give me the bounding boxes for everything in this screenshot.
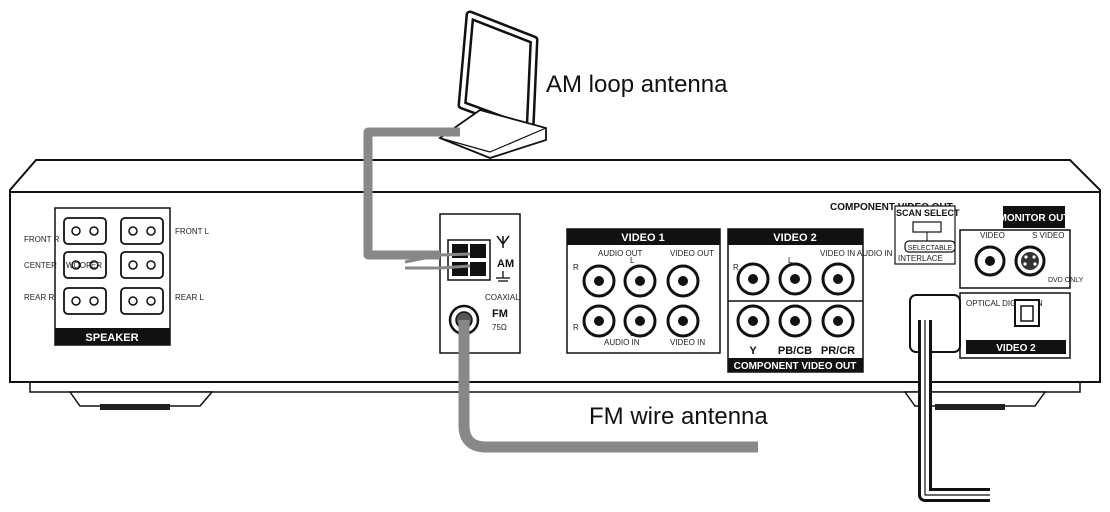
scan-select-switch[interactable] [904, 221, 956, 253]
video1-audio-out-l-jack[interactable] [623, 264, 657, 298]
receiver-foot-left [68, 391, 214, 410]
speaker-terminal-panel: SPEAKER [54, 207, 171, 346]
speaker-panel-title: SPEAKER [85, 332, 138, 344]
fm-wire-antenna-callout: FM wire antenna [589, 403, 768, 430]
video1-audio-out-r-jack[interactable] [582, 264, 616, 298]
monitor-video-jack[interactable] [974, 245, 1006, 277]
component-header-label: COMPONENT VIDEO OUT [830, 202, 953, 213]
video1-audio-out-label: AUDIO OUT [598, 249, 643, 258]
label-woofer: WOOFER [66, 261, 102, 270]
video1-video-in-label: VIDEO IN [670, 338, 705, 347]
receiver-foot-right [903, 391, 1047, 410]
label-front-l: FRONT L [175, 227, 210, 236]
video1-r-top: R [573, 263, 579, 272]
ground-icon [496, 271, 510, 282]
ohms-label: 75Ω [492, 323, 507, 332]
am-antenna-wire [363, 127, 471, 270]
speaker-terminal-rear-r[interactable] [63, 287, 107, 315]
component-pr-jack[interactable] [821, 304, 855, 338]
fm-label: FM [492, 308, 508, 320]
fm-wire-antenna [458, 320, 758, 453]
am-loop-antenna-callout: AM loop antenna [546, 71, 728, 98]
video2-r-label: R [733, 263, 739, 272]
video2-component-panel: VIDEO 2 VIDEO IN AUDIO IN R L Y PB/CB PR… [727, 228, 893, 373]
scan-select-progressive-label: SELECTABLE [908, 245, 953, 252]
video1-l-top: L [630, 256, 635, 265]
optical-video2-label: VIDEO 2 [996, 343, 1036, 354]
monitor-s-video-jack[interactable] [1014, 245, 1046, 277]
video1-video-in-jack[interactable] [666, 304, 700, 338]
video1-audio-in-label: AUDIO IN [604, 338, 640, 347]
s-video-label: S VIDEO [1032, 231, 1064, 240]
scan-select-interlace-label: INTERLACE [898, 254, 943, 263]
video1-panel: VIDEO 1 AUDIO OUT VIDEO OUT R L R L AUDI… [566, 228, 721, 354]
antenna-terminal-panel: AM COAXIAL FM 75Ω [439, 213, 521, 354]
component-y-jack[interactable] [736, 304, 770, 338]
video1-title: VIDEO 1 [621, 232, 664, 244]
component-pb-label: PB/CB [778, 345, 812, 357]
optical-digital-label: OPTICAL DIGITAL IN [966, 299, 1043, 308]
optical-digital-panel: OPTICAL DIGITAL IN VIDEO 2 [959, 292, 1071, 359]
label-rear-l: REAR L [175, 293, 204, 302]
video1-audio-in-r-jack[interactable] [582, 304, 616, 338]
dvd-only-label: DVD ONLY [1048, 277, 1084, 284]
video2-l-label: L [788, 256, 793, 265]
speaker-terminal-woofer[interactable] [120, 251, 164, 279]
power-cord [909, 294, 990, 502]
coaxial-label: COAXIAL [485, 293, 520, 302]
video2-video-in-jack[interactable] [821, 262, 855, 296]
component-y-label: Y [749, 345, 757, 357]
video1-video-out-jack[interactable] [666, 264, 700, 298]
monitor-out-panel: MONITOR OUT S VIDEO VIDEO DVD ONLY [959, 206, 1084, 289]
video1-video-out-label: VIDEO OUT [670, 249, 714, 258]
am-terminal[interactable] [447, 239, 491, 281]
optical-digital-jack[interactable] [1014, 299, 1040, 327]
antenna-icon [496, 235, 510, 248]
speaker-terminal-rear-l[interactable] [120, 287, 164, 315]
component-pr-label: PR/CR [821, 345, 855, 357]
video1-audio-in-l-jack[interactable] [623, 304, 657, 338]
video1-r-bottom: R [573, 323, 579, 332]
speaker-terminal-center[interactable] [63, 251, 107, 279]
video2-audio-r-jack[interactable] [736, 262, 770, 296]
video2-inputs-label: VIDEO IN AUDIO IN [820, 249, 893, 258]
video2-title: VIDEO 2 [773, 232, 816, 244]
speaker-terminal-front-l[interactable] [120, 217, 164, 245]
speaker-terminal-front-r[interactable] [63, 217, 107, 245]
monitor-out-title: MONITOR OUT [999, 213, 1070, 224]
am-loop-antenna [438, 10, 547, 159]
label-front-r: FRONT R [24, 235, 60, 244]
label-rear-r: REAR R [24, 293, 54, 302]
receiver-body [9, 159, 1101, 393]
video2-audio-l-jack[interactable] [778, 262, 812, 296]
label-center: CENTER [24, 261, 57, 270]
am-label: AM [497, 258, 514, 270]
scan-select-panel: SCAN SELECT SELECTABLE INTERLACE [894, 205, 960, 265]
component-pb-jack[interactable] [778, 304, 812, 338]
component-footer-label: COMPONENT VIDEO OUT [734, 361, 857, 372]
scan-select-title: SCAN SELECT [896, 208, 960, 218]
video-out-label: VIDEO [980, 231, 1005, 240]
